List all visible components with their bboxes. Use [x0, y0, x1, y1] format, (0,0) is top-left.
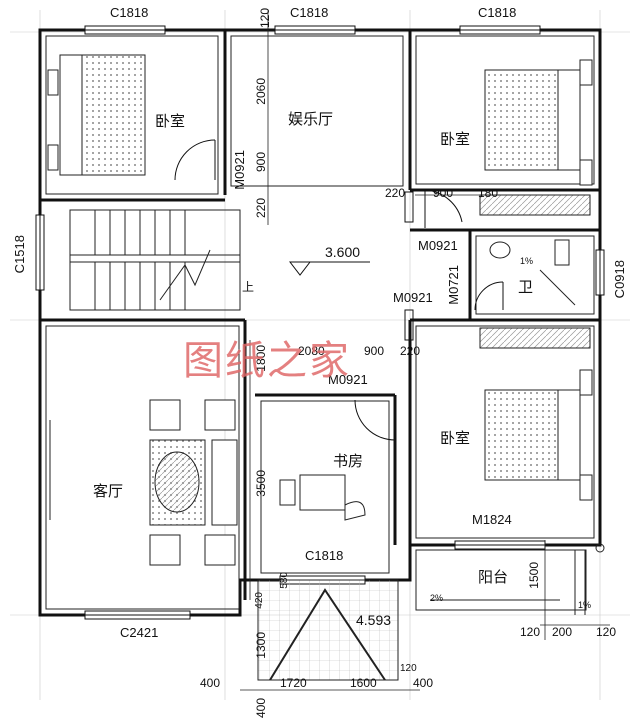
- dim-r-120b: 120: [596, 625, 617, 639]
- dim-h-220: 220: [385, 186, 406, 200]
- window-code-top-right: C1818: [478, 5, 517, 20]
- balcony-slope: 2%: [430, 593, 444, 603]
- door-code-bath: M0721: [446, 265, 461, 305]
- room-label-entertainment: 娱乐厅: [288, 110, 334, 128]
- dim-r-200: 200: [552, 625, 573, 639]
- room-label-bathroom: 卫: [518, 278, 534, 296]
- door-code-corridor: M0921: [393, 290, 433, 305]
- bath-slope: 1%: [520, 256, 534, 266]
- room-label-study: 书房: [333, 452, 364, 470]
- dim-b-400-bottom: 400: [254, 698, 268, 719]
- window-code-left-stair: C1518: [12, 235, 27, 274]
- doors: [174, 139, 504, 441]
- study-furniture: [279, 474, 366, 521]
- window-code-living-bottom: C2421: [120, 625, 159, 640]
- room-label-balcony: 阳台: [478, 568, 509, 586]
- door-code-study: M0921: [328, 372, 368, 387]
- dim-v-420: 420: [254, 592, 265, 609]
- level-marker: [288, 261, 370, 276]
- dim-h-900: 900: [433, 186, 454, 200]
- living-furniture: [49, 399, 238, 566]
- watermark: 图纸之家: [183, 338, 351, 384]
- dim-h-900b: 900: [364, 344, 385, 358]
- room-label-bedroom-ne: 卧室: [440, 130, 471, 148]
- dim-b-1720: 1720: [280, 676, 307, 690]
- dim-b-400-left: 400: [200, 676, 221, 690]
- dimension-lines: [240, 10, 610, 691]
- window-code-top-mid: C1818: [290, 5, 329, 20]
- bed-ne: [479, 59, 593, 216]
- door-code-nw-bed: M0921: [232, 150, 247, 190]
- dim-h-2080: 2080: [298, 344, 325, 358]
- window-code-study-bottom: C1818: [305, 548, 344, 563]
- window-code-top-left: C1818: [110, 5, 149, 20]
- room-label-living: 客厅: [93, 482, 124, 500]
- room-label-bedroom-se: 卧室: [440, 429, 471, 447]
- dim-h-180: 180: [478, 186, 499, 200]
- dim-r-120: 120: [520, 625, 541, 639]
- dim-b-400-right: 400: [413, 676, 434, 690]
- dim-v-1300: 1300: [254, 632, 268, 659]
- dim-v-1500: 1500: [527, 562, 541, 589]
- room-label-bedroom-nw: 卧室: [155, 112, 186, 130]
- dim-v-220: 220: [254, 198, 268, 219]
- window-code-right-bath: C0918: [612, 260, 627, 299]
- bed-se: [479, 327, 593, 501]
- wall-faces: [45, 35, 595, 611]
- balcony-edge-slope: 1%: [578, 600, 592, 610]
- floor-level: 3.600: [325, 244, 361, 260]
- door-code-balcony: M1824: [472, 512, 512, 527]
- dim-v-580: 580: [279, 572, 290, 589]
- stair-up-label: 上: [242, 280, 255, 294]
- door-code-ne-bed: M0921: [418, 238, 458, 253]
- dim-v-3500: 3500: [254, 470, 268, 497]
- dim-v-2060: 2060: [254, 78, 268, 105]
- dim-top-120: 120: [258, 8, 272, 29]
- dim-b-120: 120: [400, 663, 417, 674]
- terrace-level: 4.593: [356, 612, 392, 628]
- stairs: [69, 209, 241, 311]
- terrace: [257, 579, 399, 681]
- dim-h-220b: 220: [400, 344, 421, 358]
- balcony-rail: [430, 543, 605, 615]
- dim-v-900: 900: [254, 152, 268, 173]
- bath-fixtures: [489, 239, 576, 306]
- bed-nw: [47, 54, 146, 176]
- dim-b-1600: 1600: [350, 676, 377, 690]
